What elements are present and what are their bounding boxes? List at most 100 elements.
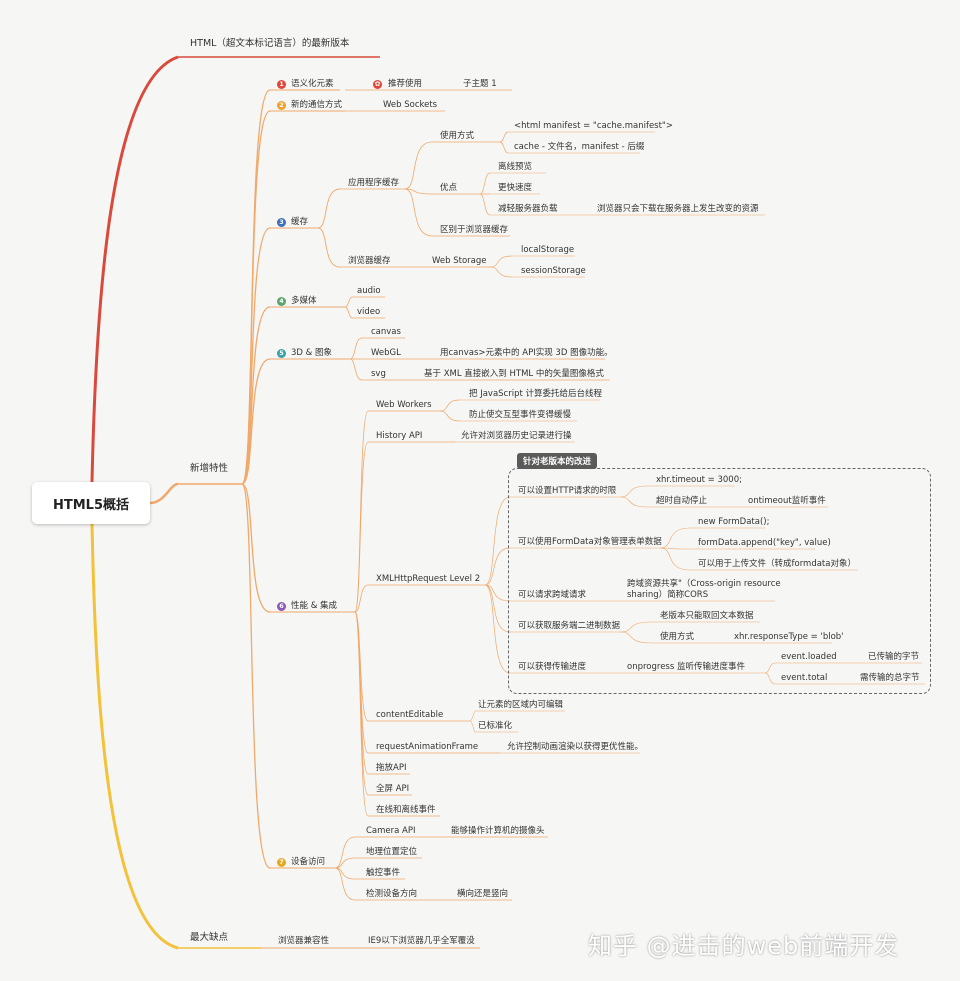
graphics-node[interactable]: 3D & 图象 xyxy=(291,348,332,358)
connector xyxy=(469,720,476,733)
web-sockets-node[interactable]: Web Sockets xyxy=(383,100,438,110)
webgl-node[interactable]: WebGL xyxy=(371,348,401,358)
local-storage-node[interactable]: localStorage xyxy=(521,245,575,255)
audio-node[interactable]: audio xyxy=(357,286,381,296)
web-workers-node[interactable]: Web Workers xyxy=(376,400,432,410)
browser-compat-detail[interactable]: IE9以下浏览器几乎全军覆没 xyxy=(368,936,475,946)
camera-api-node[interactable]: Camera API xyxy=(366,826,416,836)
watermark: 知乎 @进击的web前端开发 xyxy=(588,932,900,960)
xhr-timeout-node[interactable]: 可以设置HTTP请求的时限 xyxy=(518,486,617,496)
content-editable-node[interactable]: contentEditable xyxy=(376,710,444,720)
semantic-grandchild[interactable]: 子主题 1 xyxy=(463,79,497,89)
xhr-timeout-2[interactable]: 超时自动停止 xyxy=(656,496,708,506)
progress-total-node[interactable]: event.total xyxy=(781,673,828,683)
connector xyxy=(764,672,776,685)
drag-api-node[interactable]: 拖放API xyxy=(376,763,407,773)
progress-total-detail[interactable]: 需传输的总字节 xyxy=(860,673,920,683)
browser-compat-node[interactable]: 浏览器兼容性 xyxy=(278,936,330,946)
xhr-progress-node[interactable]: 可以获得传输进度 xyxy=(518,662,587,672)
number-badge-2: 2 xyxy=(277,101,286,110)
fd-2-node[interactable]: formData.append("key", value) xyxy=(698,538,831,548)
raf-detail[interactable]: 允许控制动画渲染以获得更优性能。 xyxy=(507,742,644,752)
fd-3-node[interactable]: 可以用于上传文件（转成formdata对象） xyxy=(698,559,856,569)
xhr-node[interactable]: XMLHttpRequest Level 2 xyxy=(376,574,481,584)
connector xyxy=(499,141,509,154)
connector xyxy=(764,662,776,674)
app-cache-node[interactable]: 应用程序缓存 xyxy=(348,178,400,188)
ww-1-node[interactable]: 把 JavaScript 计算委托给后台线程 xyxy=(469,389,603,399)
raf-node[interactable]: requestAnimationFrame xyxy=(376,742,479,752)
xhr-callout-label: 针对老版本的改进 xyxy=(517,453,598,469)
semantic-node[interactable]: 语义化元素 xyxy=(291,79,334,89)
cache-node[interactable]: 缓存 xyxy=(291,217,309,227)
svg-node[interactable]: svg xyxy=(371,369,386,379)
xhr-timeout-3[interactable]: ontimeout监听事件 xyxy=(748,496,826,506)
history-detail[interactable]: 允许对浏览器历史记录进行操 xyxy=(461,431,572,441)
orientation-node[interactable]: 检测设备方向 xyxy=(366,889,418,899)
progress-loaded-node[interactable]: event.loaded xyxy=(781,652,837,662)
connector xyxy=(659,547,691,571)
edge-perf xyxy=(241,483,271,613)
online-offline-node[interactable]: 在线和离线事件 xyxy=(376,805,436,815)
xhr-binary-node[interactable]: 可以获取服务端二进制数据 xyxy=(518,621,621,631)
usage-node[interactable]: 使用方式 xyxy=(440,131,475,141)
web-storage-node[interactable]: Web Storage xyxy=(432,256,487,266)
shortcoming-node[interactable]: 最大缺点 xyxy=(190,932,229,943)
root-node[interactable]: HTML5概括 xyxy=(32,482,150,524)
ce-1-node[interactable]: 让元素的区域内可编辑 xyxy=(478,700,564,710)
progress-1-node[interactable]: onprogress 监听传输进度事件 xyxy=(627,662,745,672)
top-node[interactable]: HTML（超文本标记语言）的最新版本 xyxy=(190,38,350,49)
performance-node[interactable]: 性能 & 集成 xyxy=(291,601,338,611)
touch-events-node[interactable]: 触控事件 xyxy=(366,868,401,878)
ww-2-node[interactable]: 防止使交互型事件变得缓慢 xyxy=(469,410,572,420)
fullscreen-api-node[interactable]: 全屏 API xyxy=(376,784,410,794)
geolocation-node[interactable]: 地理位置定位 xyxy=(366,847,418,857)
orientation-detail[interactable]: 横向还是竖向 xyxy=(457,889,509,899)
adv-2-node[interactable]: 更快速度 xyxy=(498,183,533,193)
connector xyxy=(484,496,511,586)
cors-detail-1[interactable]: 跨域资源共享"（Cross-origin resource xyxy=(627,579,781,589)
camera-detail[interactable]: 能够操作计算机的摄像头 xyxy=(451,826,545,836)
connector xyxy=(317,227,341,268)
device-node[interactable]: 设备访问 xyxy=(291,857,326,867)
usage-2-node[interactable]: cache - 文件名，manifest - 后缀 xyxy=(514,142,645,152)
connector xyxy=(469,710,476,722)
history-api-node[interactable]: History API xyxy=(376,431,423,441)
xhr-formdata-node[interactable]: 可以使用FormData对象管理表单数据 xyxy=(518,537,662,547)
connector xyxy=(334,867,356,901)
xhr-cors-node[interactable]: 可以请求跨域请求 xyxy=(518,590,587,600)
browser-cache-node[interactable]: 浏览器缓存 xyxy=(348,256,391,266)
edge-media xyxy=(241,306,271,485)
flower-icon: ✿ xyxy=(373,80,382,89)
webgl-detail[interactable]: 用canvas>元素中的 API实现 3D 图像功能。 xyxy=(440,348,613,358)
adv-3-detail[interactable]: 浏览器只会下载在服务器上发生改变的资源 xyxy=(597,204,759,214)
edge-cache xyxy=(241,227,271,485)
advantages-node[interactable]: 优点 xyxy=(440,183,458,193)
new-features-node[interactable]: 新增特性 xyxy=(190,463,229,474)
canvas-node[interactable]: canvas xyxy=(371,327,401,337)
session-storage-node[interactable]: sessionStorage xyxy=(521,266,586,276)
cors-detail-2[interactable]: sharing）简称CORS xyxy=(627,590,709,600)
ce-2-node[interactable]: 已标准化 xyxy=(478,721,513,731)
progress-loaded-detail[interactable]: 已传输的字节 xyxy=(868,652,920,662)
adv-3-node[interactable]: 减轻服务器负载 xyxy=(498,204,558,214)
bin-2-detail[interactable]: xhr.responseType = 'blob' xyxy=(734,632,844,642)
fd-1-node[interactable]: new FormData(); xyxy=(698,517,770,527)
comm-node[interactable]: 新的通信方式 xyxy=(291,100,343,110)
xhr-timeout-1[interactable]: xhr.timeout = 3000; xyxy=(656,475,742,485)
connector xyxy=(489,266,513,278)
connector xyxy=(479,172,491,195)
diff-node[interactable]: 区别于浏览器缓存 xyxy=(440,225,509,235)
media-node[interactable]: 多媒体 xyxy=(291,296,317,306)
bin-1-node[interactable]: 老版本只能取回文本数据 xyxy=(660,611,754,621)
connector xyxy=(499,131,509,143)
connector xyxy=(439,399,461,412)
usage-1-node[interactable]: <html manifest = "cache.manifest"> xyxy=(514,121,673,131)
adv-1-node[interactable]: 离线预览 xyxy=(498,162,533,172)
svg-detail[interactable]: 基于 XML 直接嵌入到 HTML 中的矢量图像格式 xyxy=(424,369,604,379)
connector xyxy=(484,584,511,633)
edge-device xyxy=(241,483,271,869)
bin-2-node[interactable]: 使用方式 xyxy=(660,632,695,642)
semantic-child[interactable]: 推荐使用 xyxy=(388,79,423,89)
video-node[interactable]: video xyxy=(357,307,381,317)
